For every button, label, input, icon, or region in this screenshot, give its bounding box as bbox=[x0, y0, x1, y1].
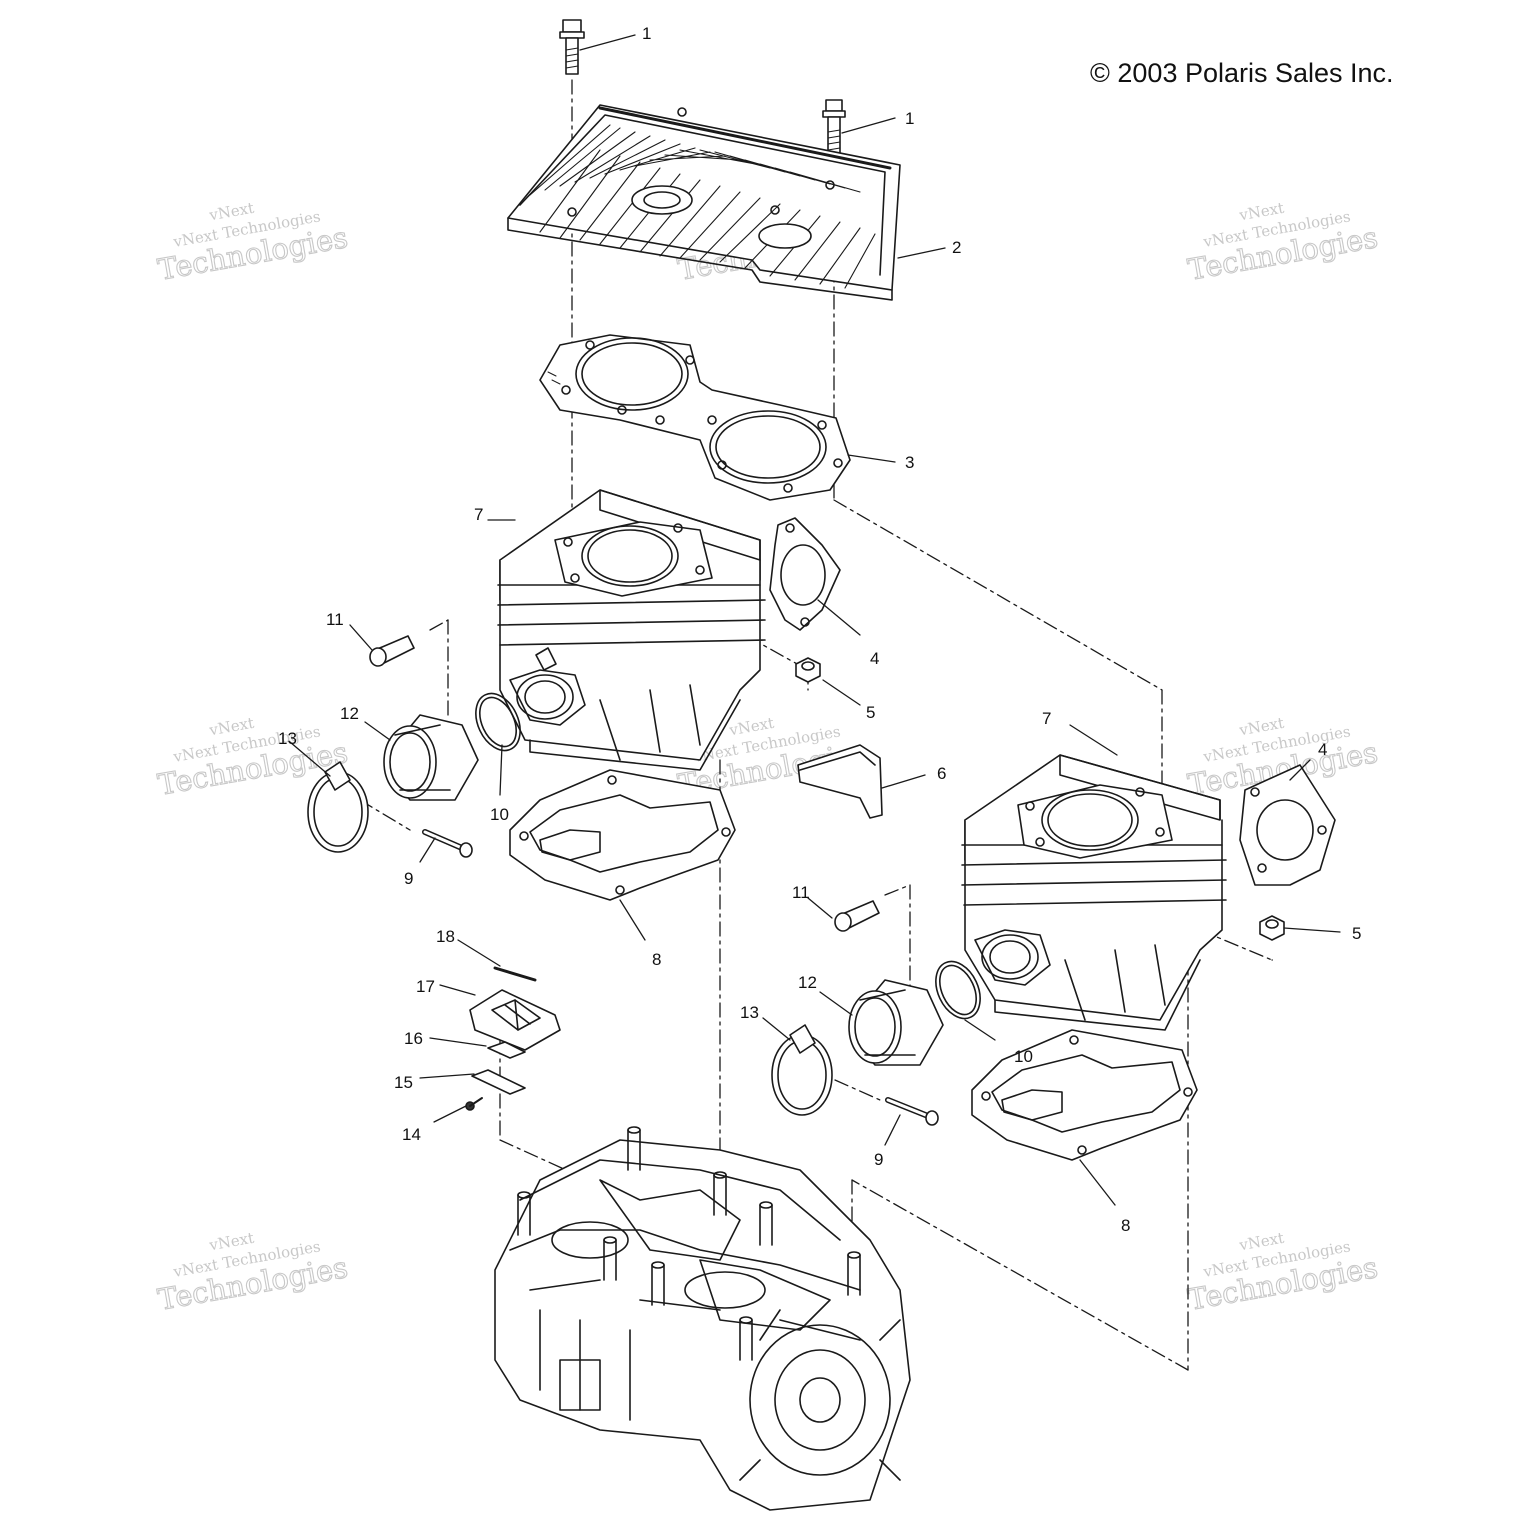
callout-3: 3 bbox=[905, 453, 914, 472]
intake-flange-right bbox=[848, 979, 944, 1066]
cylinder-left bbox=[497, 489, 766, 771]
callout-15: 15 bbox=[394, 1073, 413, 1092]
watermark-bottom-right: vNext vNext Technologies Technologies bbox=[1185, 1229, 1381, 1318]
screw-11-right bbox=[834, 900, 880, 932]
bolt-9-left bbox=[422, 829, 473, 858]
callout-labels: 1 1 2 3 4 4 5 5 6 7 7 8 8 9 9 10 10 11 1… bbox=[278, 24, 1361, 1235]
callout-14: 14 bbox=[402, 1125, 421, 1144]
intake-flange-left bbox=[383, 714, 479, 801]
callout-8a: 8 bbox=[652, 950, 661, 969]
callout-8b: 8 bbox=[1121, 1216, 1130, 1235]
callout-11a: 11 bbox=[326, 610, 344, 629]
exhaust-gasket-left bbox=[769, 517, 841, 631]
leader-lines bbox=[289, 34, 1341, 1206]
callout-10a: 10 bbox=[490, 805, 509, 824]
callout-4b: 4 bbox=[1318, 740, 1327, 759]
callout-11b: 11 bbox=[792, 883, 810, 902]
head-gasket bbox=[539, 334, 851, 501]
bolt-9-right bbox=[885, 1097, 939, 1126]
nut-left bbox=[795, 657, 821, 683]
callout-1a: 1 bbox=[642, 24, 651, 43]
o-ring-left bbox=[475, 692, 521, 752]
watermark-top-left: vNext vNext Technologies Technologies bbox=[155, 199, 351, 288]
reed-pin bbox=[493, 966, 537, 982]
base-gasket-left bbox=[509, 769, 736, 901]
head-bolt-left bbox=[559, 19, 585, 75]
screw-11-left bbox=[369, 635, 415, 667]
callout-7b: 7 bbox=[1042, 709, 1051, 728]
callout-12b: 12 bbox=[798, 973, 817, 992]
deflector bbox=[797, 744, 883, 819]
base-gasket-right bbox=[971, 1029, 1198, 1161]
callout-9a: 9 bbox=[404, 869, 413, 888]
callout-2: 2 bbox=[952, 238, 961, 257]
copyright-notice: © 2003 Polaris Sales Inc. bbox=[1090, 58, 1394, 88]
reed-cage bbox=[469, 989, 561, 1051]
callout-4a: 4 bbox=[870, 649, 879, 668]
cylinder-right bbox=[961, 754, 1227, 1031]
callout-18: 18 bbox=[436, 927, 455, 946]
callout-5b: 5 bbox=[1352, 924, 1361, 943]
clamp-right bbox=[771, 1024, 833, 1116]
head-bolt-right bbox=[822, 99, 846, 157]
reed-screw bbox=[465, 1097, 483, 1111]
callout-16: 16 bbox=[404, 1029, 423, 1048]
callout-9b: 9 bbox=[874, 1150, 883, 1169]
callout-5a: 5 bbox=[866, 703, 875, 722]
callout-13b: 13 bbox=[740, 1003, 759, 1022]
callout-10b: 10 bbox=[1014, 1047, 1033, 1066]
watermark-bottom-left: vNext vNext Technologies Technologies bbox=[155, 1229, 351, 1318]
callout-17: 17 bbox=[416, 977, 435, 996]
o-ring-right bbox=[935, 960, 981, 1020]
callout-6: 6 bbox=[937, 764, 946, 783]
crankcase bbox=[494, 1126, 911, 1511]
cylinder-head bbox=[507, 104, 901, 301]
reed-petal bbox=[487, 1041, 526, 1059]
nut-right bbox=[1259, 915, 1285, 941]
exhaust-gasket-right bbox=[1239, 764, 1336, 886]
clamp-left bbox=[307, 761, 369, 853]
reed-stop bbox=[471, 1069, 526, 1095]
callout-13a: 13 bbox=[278, 729, 297, 748]
callout-7a: 7 bbox=[474, 505, 483, 524]
watermark-top-right: vNext vNext Technologies Technologies bbox=[1185, 199, 1381, 288]
callout-12a: 12 bbox=[340, 704, 359, 723]
callout-1b: 1 bbox=[905, 109, 914, 128]
